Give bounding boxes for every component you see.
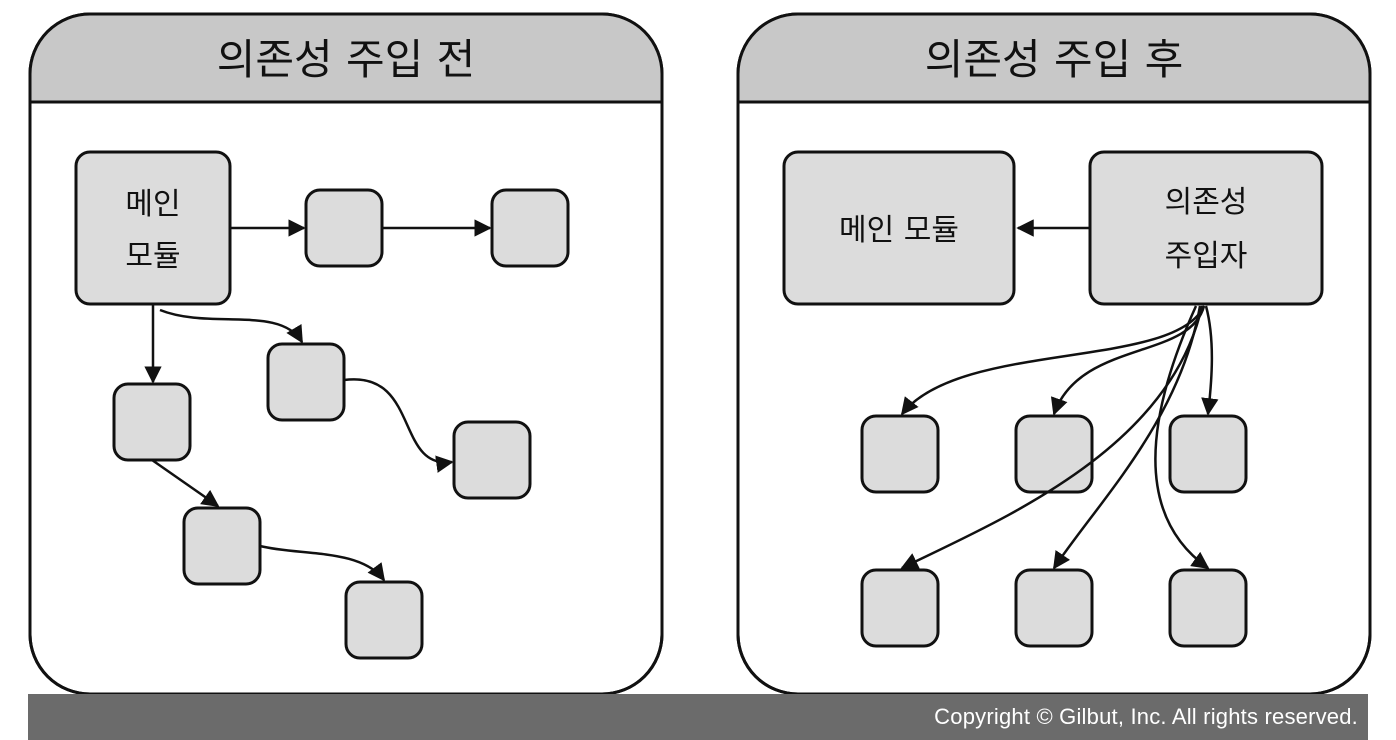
arrow: [159, 308, 304, 344]
arrow: [151, 458, 220, 508]
injector-box: [1088, 150, 1324, 306]
arrow: [1050, 305, 1206, 416]
module-box: [182, 506, 262, 586]
panel-after-header: [738, 14, 1370, 102]
panel-before: 의존성 주입 전 메인 모듈: [28, 12, 664, 696]
module-box: [1168, 568, 1248, 648]
copyright-text: Copyright © Gilbut, Inc. All rights rese…: [934, 704, 1358, 729]
module-box: [112, 382, 192, 462]
panel-after: 의존성 주입 후 메인 모듈 의존성 주입자: [736, 12, 1372, 696]
panel-before-title: 의존성 주입 전: [217, 35, 476, 84]
main-module-box: [782, 150, 1016, 306]
main-module-label: 메인 모듈: [839, 213, 959, 248]
arrow: [1201, 305, 1219, 416]
panel-before-header: [30, 14, 662, 102]
main-module-label-line1: 메인: [125, 187, 180, 222]
module-box: [860, 414, 940, 494]
arrow: [259, 544, 386, 582]
panel-after-title: 의존성 주입 후: [925, 35, 1184, 84]
arrow: [900, 305, 1204, 570]
module-box: [490, 188, 570, 268]
module-box: [344, 580, 424, 660]
module-box: [1168, 414, 1248, 494]
arrow: [343, 378, 454, 473]
arrow: [1154, 305, 1210, 570]
module-box: [860, 568, 940, 648]
injector-label-line1: 의존성: [1165, 185, 1248, 220]
module-box: [304, 188, 384, 268]
module-box: [266, 342, 346, 422]
module-box: [1014, 414, 1094, 494]
arrow: [1052, 305, 1202, 570]
module-box: [452, 420, 532, 500]
main-module-box: [74, 150, 232, 306]
injector-label-line2: 주입자: [1165, 239, 1248, 274]
main-module-label-line2: 모듈: [125, 239, 180, 274]
module-box: [1014, 568, 1094, 648]
arrow: [900, 305, 1206, 416]
copyright-footer: Copyright © Gilbut, Inc. All rights rese…: [28, 694, 1368, 740]
